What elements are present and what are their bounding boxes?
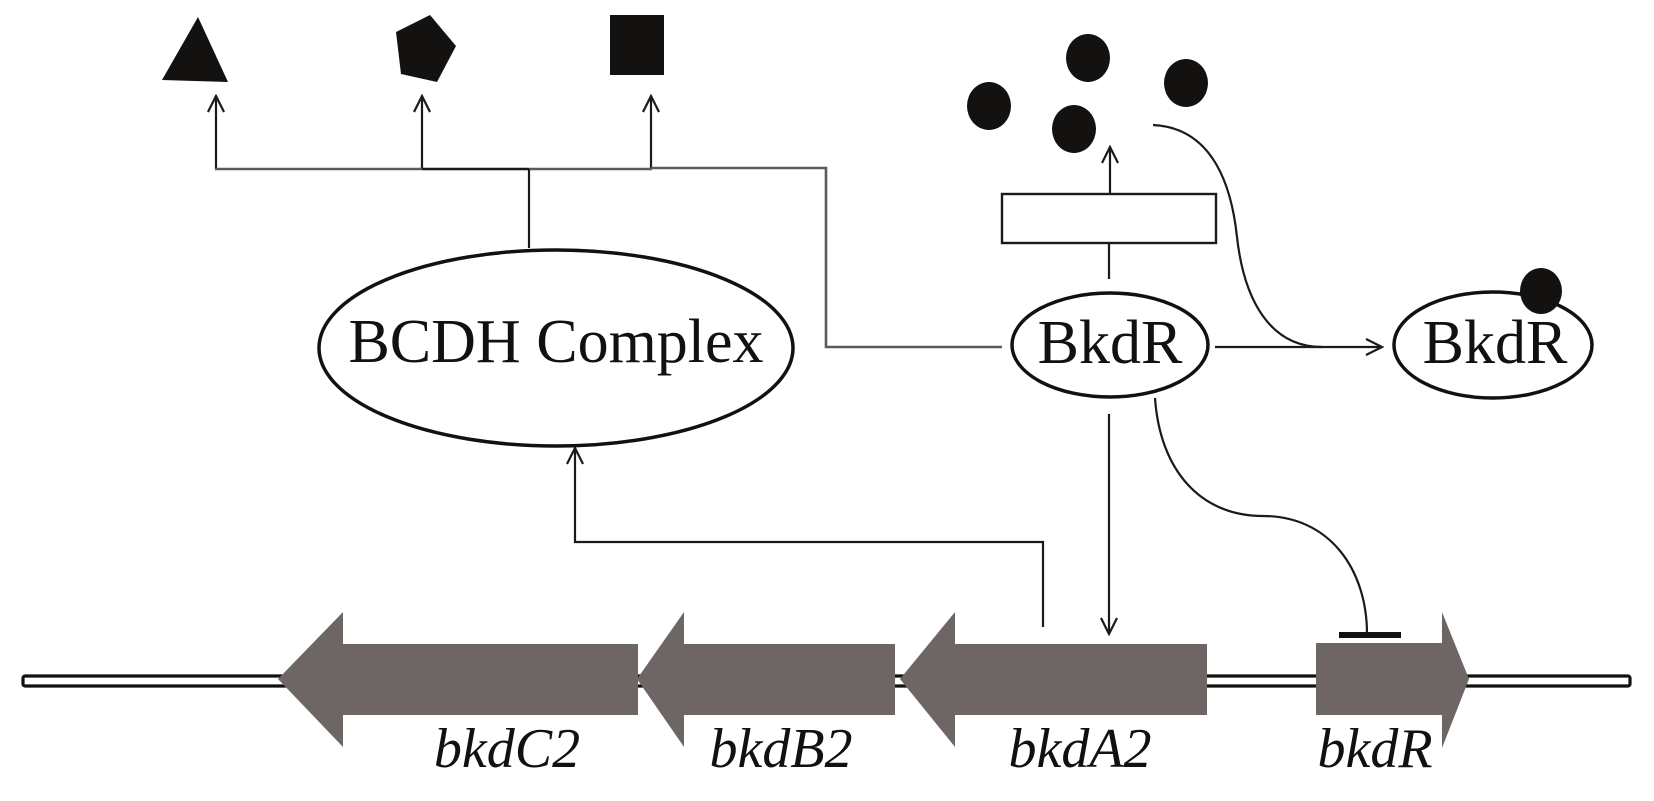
gene-label-bkda2: bkdA2 bbox=[1008, 718, 1151, 780]
bkdr-bound-label: BkdR bbox=[1423, 309, 1568, 377]
transporter-box[interactable] bbox=[1000, 192, 1218, 245]
gene-bkda2[interactable] bbox=[900, 612, 1207, 747]
bkdr-label: BkdR bbox=[1038, 309, 1183, 377]
bkdr-bound-node[interactable] bbox=[1392, 290, 1594, 400]
triangle-product-icon bbox=[162, 17, 228, 82]
gene-bkdr[interactable] bbox=[1316, 612, 1469, 748]
bound-ligand-icon bbox=[1520, 268, 1562, 314]
bcdh-complex-label: BCDH Complex bbox=[348, 308, 763, 376]
gene-bkdb2[interactable] bbox=[637, 612, 895, 747]
gene-label-bkdr: bkdR bbox=[1317, 718, 1432, 780]
gene-label-bkdc2: bkdC2 bbox=[434, 718, 580, 780]
ligand-binding-curve bbox=[1152, 123, 1323, 349]
gene-label-bkdb2: bkdB2 bbox=[709, 718, 852, 780]
bkdr-to-products-connector bbox=[651, 166, 1002, 349]
bkdr-node[interactable] bbox=[1010, 291, 1210, 399]
repression-bar bbox=[1339, 632, 1401, 638]
bkdr-repression-curve bbox=[1153, 397, 1369, 635]
square-product-icon bbox=[610, 15, 664, 75]
ligand-molecule-icon bbox=[1052, 105, 1096, 153]
ligand-molecule-icon bbox=[1164, 59, 1208, 107]
gene-bkdc2[interactable] bbox=[278, 612, 638, 747]
ligand-molecule-icon bbox=[967, 82, 1011, 130]
ligand-molecule-icon bbox=[1066, 34, 1110, 82]
pentagon-product-icon bbox=[396, 15, 456, 82]
bcdh-complex-node[interactable] bbox=[317, 248, 795, 448]
bkda2-to-bcdh-arrow bbox=[575, 448, 1045, 627]
